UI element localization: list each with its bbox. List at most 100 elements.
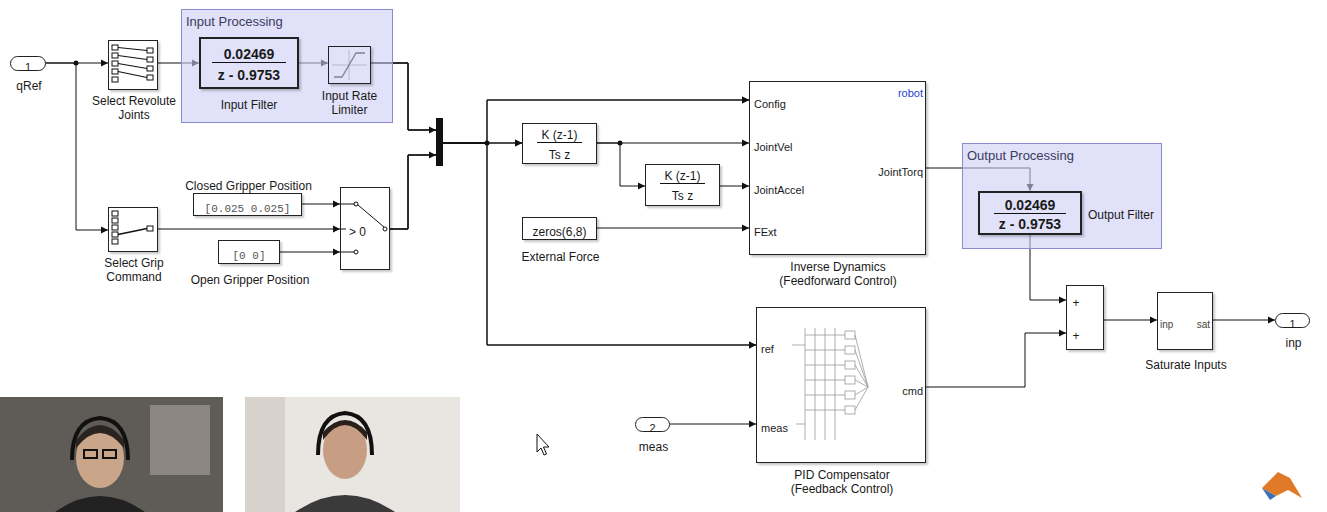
block-label: External Force — [521, 250, 599, 264]
arrow-head — [101, 227, 108, 234]
signal-line — [46, 63, 108, 234]
wire — [926, 333, 1066, 387]
arrow-head — [742, 183, 749, 190]
arrow-head — [1059, 297, 1066, 304]
text-slot: K (z-1) — [660, 169, 705, 184]
signal-line — [1213, 317, 1275, 324]
text-slot: Input Filter — [189, 95, 309, 113]
constant-value: [0 0] — [232, 249, 265, 263]
wire — [371, 63, 522, 143]
signal-line — [390, 97, 749, 230]
subsystem-block: robotConfigJointVelJointAccelFExt JointTo… — [749, 81, 926, 255]
port-label: JointAccel — [754, 183, 804, 197]
constant-block: [0.025 0.025]Closed Gripper Position — [193, 193, 302, 216]
text-slot: 1 — [1276, 314, 1309, 332]
text-slot: 2 — [636, 418, 669, 436]
block-label: Open Gripper Position — [191, 273, 310, 287]
text-slot: JointVel — [754, 137, 844, 155]
constant-block: zeros(6,8)External Force — [522, 217, 597, 240]
signal-line — [371, 63, 749, 143]
signal-name: meas — [639, 440, 668, 454]
arrow-head — [1150, 317, 1157, 324]
wire — [390, 100, 749, 229]
subsystem-block: refmeascmdPID Compensator (Feedback Cont… — [756, 307, 926, 463]
text-slot: 0.02469 — [212, 46, 286, 63]
text-slot: JointTorq — [830, 162, 923, 180]
text-slot: + — [1069, 326, 1083, 344]
constant-value: [0.025 0.025] — [205, 202, 291, 216]
tf-numerator: K (z-1) — [537, 128, 582, 143]
wire — [371, 63, 756, 345]
arrow-head — [333, 249, 340, 256]
signal-line — [720, 183, 749, 190]
signal-line — [597, 140, 749, 147]
port-label: Config — [754, 97, 786, 111]
wire — [597, 228, 749, 229]
text-slot: inp — [1160, 314, 1186, 332]
text-slot: zeros(6,8) — [523, 222, 596, 240]
tf-denominator: z - 0.9753 — [218, 67, 280, 83]
wire — [390, 143, 522, 229]
area-band: Input Processing 0.02469 z - 0.9753Input F… — [181, 9, 393, 123]
port-label: ref — [761, 342, 774, 356]
switch-block: > 0 — [340, 187, 390, 270]
arrow-head — [749, 342, 756, 349]
text-slot: Open Gripper Position — [178, 270, 322, 288]
area-band: Output Processing0.02469z - 0.9753Output… — [962, 143, 1162, 249]
text-slot: PID Compensator (Feedback Control) — [767, 468, 917, 497]
text-slot: 0.02469 — [994, 197, 1066, 214]
outport-block: 1inp — [1275, 313, 1310, 328]
area-title: Input Processing — [186, 14, 283, 30]
block-label: Closed Gripper Position — [185, 179, 312, 193]
arrow-head — [742, 97, 749, 104]
text-slot: ref — [761, 339, 801, 357]
signal-line — [670, 421, 756, 428]
arrow-head — [515, 140, 522, 147]
port-label: JointTorq — [878, 165, 923, 179]
signal-line — [390, 140, 522, 230]
text-slot: K (z-1) — [537, 128, 582, 143]
port-label: cmd — [902, 384, 923, 398]
signal-line — [302, 201, 340, 208]
text-slot: Closed Gripper Position — [164, 176, 333, 194]
text-slot: z - 0.9753 — [980, 215, 1080, 233]
rate-limiter-block: Input Rate Limiter — [328, 46, 371, 84]
signal-line — [390, 143, 756, 349]
signal-line — [158, 226, 340, 233]
arrow-head — [333, 226, 340, 233]
signal-name: qRef — [16, 79, 41, 93]
text-slot: Input Rate Limiter — [305, 89, 394, 118]
port-label: JointVel — [754, 140, 793, 154]
mask-name: robot — [898, 86, 923, 100]
signal-line — [926, 330, 1066, 388]
input-sign: + — [1072, 329, 1079, 343]
text-slot: cmd — [875, 381, 923, 399]
text-slot: Select Grip Command — [84, 256, 184, 285]
tf-numerator: 0.02469 — [994, 197, 1066, 214]
derivative-block: K (z-1)Ts z — [645, 164, 720, 206]
port-number: 1 — [25, 61, 31, 74]
input-sign: + — [1072, 296, 1079, 310]
text-slot: FExt — [754, 222, 844, 240]
arrow-head — [333, 201, 340, 208]
switch-criterion: > 0 — [349, 225, 366, 239]
inport-block: 2meas — [635, 417, 670, 432]
wire — [597, 143, 645, 186]
text-slot: inp — [1254, 333, 1327, 351]
text-slot: [0 0] — [219, 245, 279, 263]
text-slot: Saturate Inputs — [1128, 355, 1244, 373]
tf-numerator: 0.02469 — [212, 46, 286, 63]
text-slot: Ts z — [523, 145, 596, 163]
text-slot: Config — [754, 94, 844, 112]
tf-denominator: z - 0.9753 — [999, 216, 1061, 232]
text-slot: External Force — [503, 247, 618, 265]
wire — [371, 63, 749, 143]
block-label: Input Filter — [221, 98, 278, 112]
signal-line — [280, 249, 340, 256]
arrow-head — [1059, 330, 1066, 337]
signal-line — [597, 225, 749, 232]
tf-numerator: K (z-1) — [660, 169, 705, 184]
wire — [1213, 320, 1275, 321]
wire — [670, 424, 756, 425]
sum-block: ++ — [1066, 285, 1104, 350]
